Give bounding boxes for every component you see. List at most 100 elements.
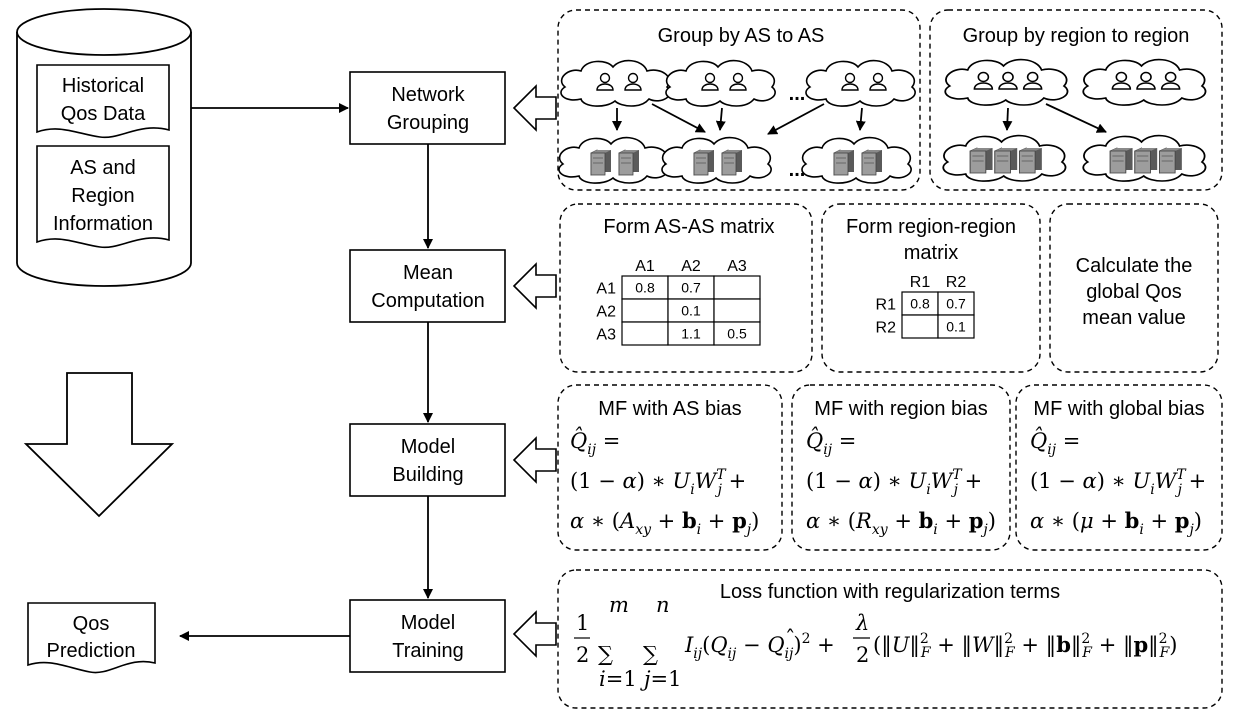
as-region-document: AS and Region Information bbox=[36, 145, 170, 249]
matrix-col-header: R2 bbox=[946, 274, 967, 291]
sum-j-lower: j=1 bbox=[640, 667, 681, 691]
matrix-row-header: A1 bbox=[596, 281, 616, 298]
as-region-line2: Region bbox=[71, 185, 134, 207]
matrix-value: 0.5 bbox=[727, 326, 747, 342]
grouping-arrows-as bbox=[612, 103, 866, 135]
dashed-panels bbox=[557, 9, 1223, 709]
hollow-arrow-grouping bbox=[512, 84, 557, 132]
region-matrix-title-line1: Form region-region bbox=[846, 216, 1016, 238]
step-model-training: Model Training bbox=[349, 599, 506, 673]
hat: ˆ bbox=[1032, 425, 1043, 449]
matrix-row-header: A2 bbox=[596, 304, 616, 321]
step-mean-computation: Mean Computation bbox=[349, 249, 506, 323]
mf-region-title: MF with region bias bbox=[814, 398, 987, 420]
qos-prediction-line1: Qos bbox=[73, 613, 110, 635]
matrix-cell bbox=[713, 298, 761, 323]
hollow-arrow-mean bbox=[512, 262, 557, 310]
loss-formula: 1 2 ∑ m i=1 ∑ n j=1 Iij(Qij − Qij)2 + ˆ … bbox=[574, 593, 1178, 691]
grouping-arrows-region bbox=[1002, 103, 1107, 133]
equation-bias: α ∗ (Axy + bi + pj) bbox=[570, 508, 759, 538]
panel-mf-region bbox=[791, 384, 1011, 551]
loss-function-title: Loss function with regularization terms bbox=[720, 581, 1060, 603]
panel-mf-as bbox=[557, 384, 783, 551]
qos-prediction-document: Qos Prediction bbox=[27, 602, 156, 674]
frac-two-b: 2 bbox=[856, 643, 869, 667]
region-user-cloud-1 bbox=[944, 58, 1069, 106]
matrix-value: 0.8 bbox=[910, 296, 930, 312]
matrix-value: 0.1 bbox=[681, 303, 701, 319]
matrix-value: 1.1 bbox=[681, 326, 701, 342]
sum-j-upper: n bbox=[656, 593, 670, 617]
historical-qos-document: Historical Qos Data bbox=[36, 64, 170, 139]
matrix-col-header: R1 bbox=[910, 274, 931, 291]
step-label-line2: Computation bbox=[371, 290, 484, 312]
matrix-cell bbox=[621, 298, 669, 323]
step-network-grouping: Network Grouping bbox=[349, 71, 506, 145]
sum-j: ∑ bbox=[643, 642, 658, 666]
equation-bias: α ∗ (μ + bi + pj) bbox=[1030, 508, 1202, 538]
frac-one: 1 bbox=[576, 611, 589, 635]
historical-qos-line2: Qos Data bbox=[61, 103, 146, 125]
sum-i: ∑ bbox=[598, 642, 613, 666]
frac-lambda: λ bbox=[855, 611, 869, 635]
matrix-value: 0.7 bbox=[681, 280, 701, 296]
panel-region-matrix bbox=[821, 203, 1041, 373]
sum-i-lower: i=1 bbox=[599, 667, 637, 691]
user-cloud-1 bbox=[560, 59, 671, 107]
matrix-value: 0.1 bbox=[946, 319, 966, 335]
as-grouping-title: Group by AS to AS bbox=[658, 25, 825, 47]
hat: ˆ bbox=[808, 425, 819, 449]
server-cloud-3 bbox=[801, 136, 912, 184]
hollow-arrows bbox=[512, 84, 557, 658]
hollow-arrow-model bbox=[512, 436, 557, 484]
matrix-col-header: A1 bbox=[635, 258, 655, 275]
server-cloud-2 bbox=[661, 136, 772, 184]
global-mean-line1: Calculate the bbox=[1076, 255, 1193, 277]
historical-qos-line1: Historical bbox=[62, 75, 144, 97]
matrix-row-header: R1 bbox=[876, 297, 897, 314]
matrix-row-header: A3 bbox=[596, 327, 616, 344]
region-matrix-title-line2: matrix bbox=[904, 242, 958, 264]
matrix-cell bbox=[901, 314, 939, 339]
big-down-arrow bbox=[23, 372, 175, 518]
matrix-value: 0.7 bbox=[946, 296, 966, 312]
mf-as-title: MF with AS bias bbox=[598, 398, 741, 420]
user-cloud-2 bbox=[665, 59, 776, 107]
step-label-line2: Building bbox=[392, 464, 463, 486]
flow-arrows bbox=[179, 103, 433, 641]
panel-mf-global bbox=[1015, 384, 1223, 551]
qos-prediction-line2: Prediction bbox=[47, 640, 136, 662]
step-label-line2: Training bbox=[392, 640, 464, 662]
step-label-line1: Model bbox=[401, 612, 455, 634]
mf-global-title: MF with global bias bbox=[1033, 398, 1204, 420]
sum-i-upper: m bbox=[609, 593, 629, 617]
region-server-cloud-1 bbox=[942, 134, 1067, 182]
equation-bias: α ∗ (Rxy + bi + pj) bbox=[806, 508, 996, 538]
matrix-row-header: R2 bbox=[876, 320, 897, 337]
panel-as-matrix bbox=[559, 203, 813, 373]
global-mean-line3: mean value bbox=[1082, 307, 1185, 329]
step-label-line1: Model bbox=[401, 436, 455, 458]
panel-region-grouping bbox=[929, 9, 1223, 191]
ellipsis: ... bbox=[789, 83, 806, 105]
as-region-line3: Information bbox=[53, 213, 153, 235]
matrix-col-header: A2 bbox=[681, 258, 701, 275]
matrix-cell bbox=[713, 275, 761, 300]
matrix-cell bbox=[713, 321, 761, 346]
matrix-value: 0.8 bbox=[635, 280, 655, 296]
panel-global-mean bbox=[1049, 203, 1219, 373]
global-mean-line2: global Qos bbox=[1086, 281, 1182, 303]
as-region-line1: AS and bbox=[70, 157, 136, 179]
region-server-cloud-2 bbox=[1082, 134, 1207, 182]
region-grouping-title: Group by region to region bbox=[963, 25, 1190, 47]
